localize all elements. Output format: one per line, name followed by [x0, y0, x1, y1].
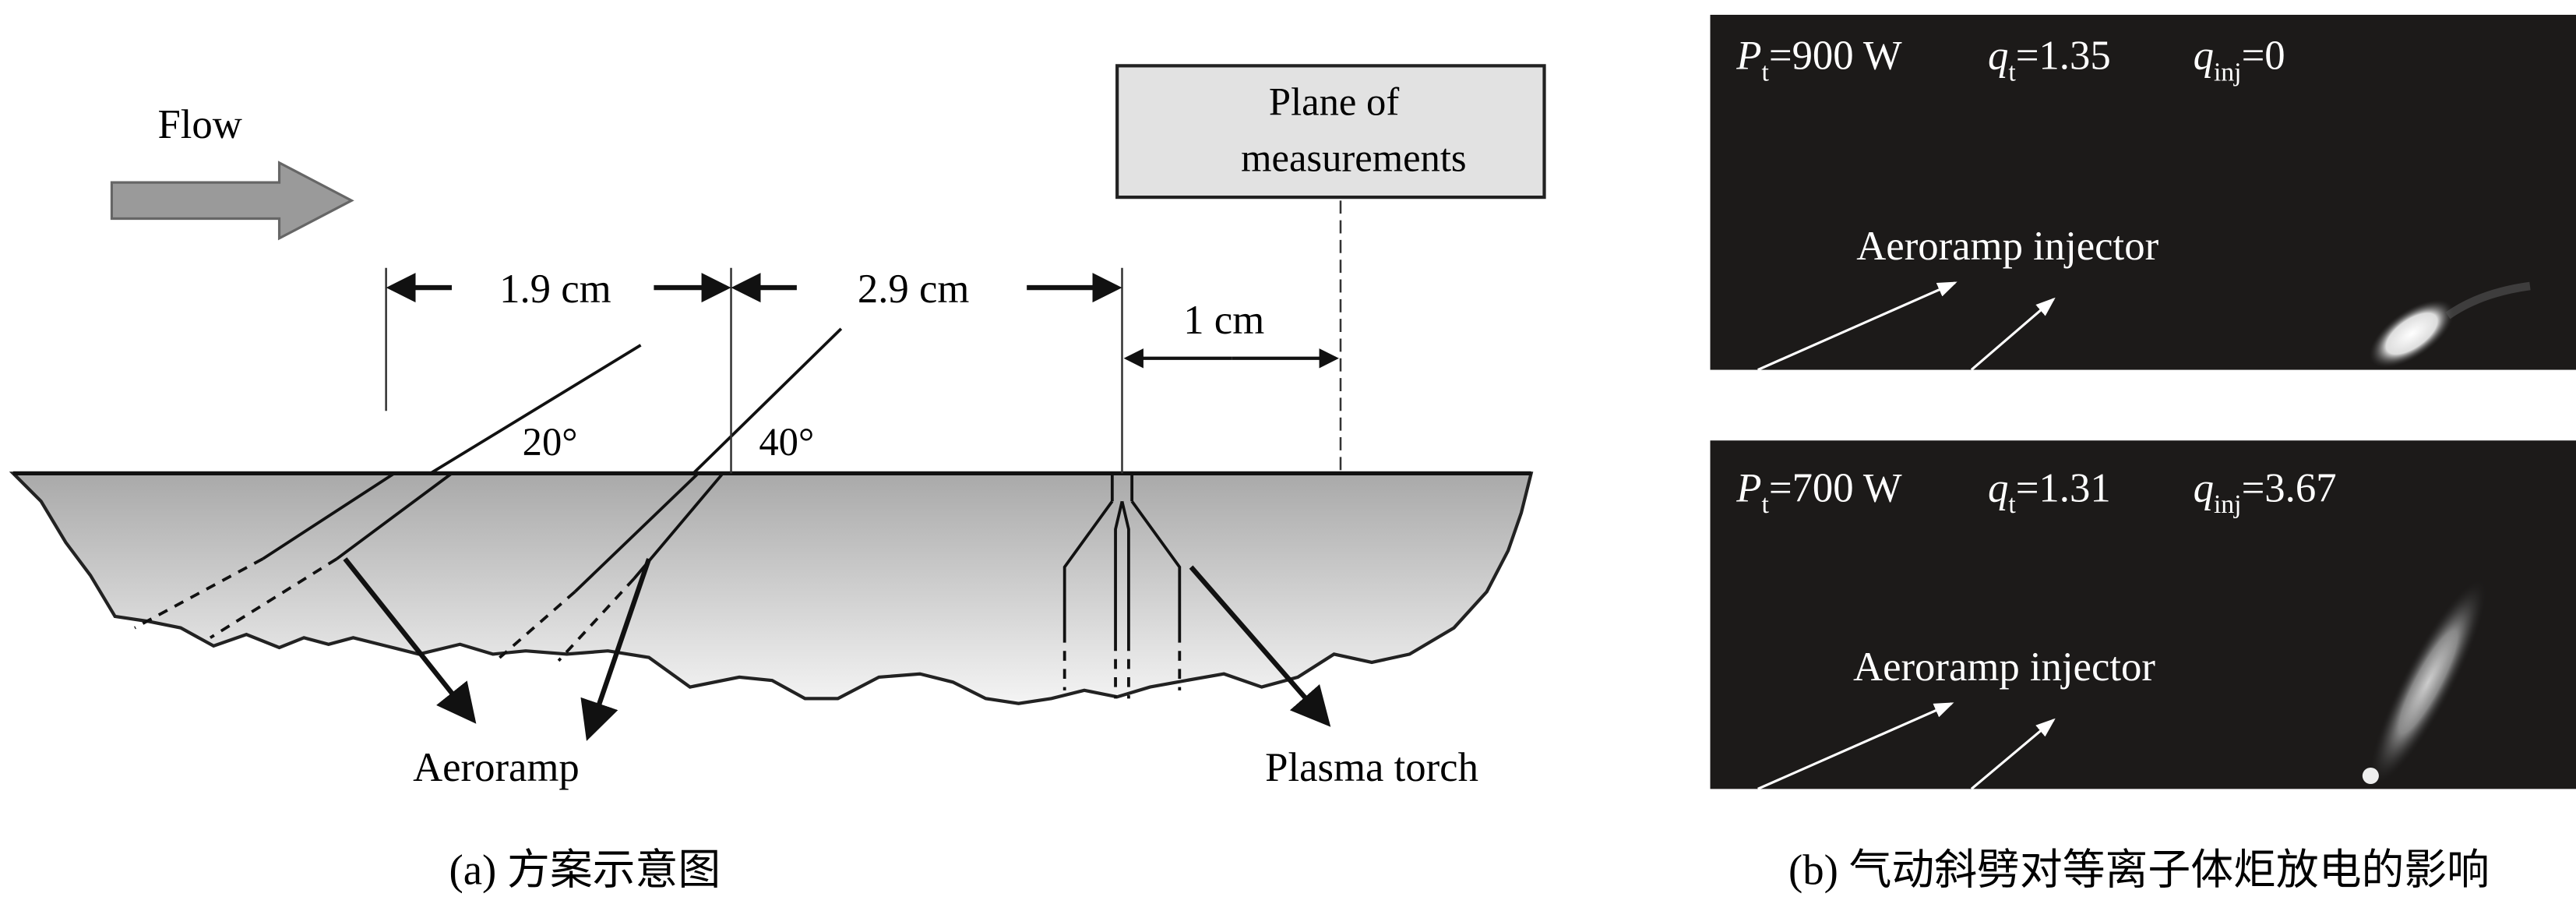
dimension-1cm: 1 cm [1183, 298, 1264, 343]
dimension-1-9cm: 1.9 cm [499, 267, 611, 312]
aeroramp-20deg [134, 344, 642, 639]
dimension-2-9cm: 2.9 cm [858, 267, 969, 312]
angle-20-label: 20° [523, 420, 578, 464]
dimension-arrows [386, 273, 1339, 369]
caption-a: (a) 方案示意图 [449, 846, 721, 894]
photo-1: Pt=900 W qt=1.35 qinj=0 Aeroramp injecto… [1710, 14, 2576, 371]
photo-1-params: Pt=900 W qt=1.35 qinj=0 [1736, 34, 2285, 87]
panel-b-photos: Pt=900 W qt=1.35 qinj=0 Aeroramp injecto… [1710, 14, 2576, 894]
photo-2-params: Pt=700 W qt=1.31 qinj=3.67 [1736, 465, 2336, 519]
flow-arrow-icon [110, 161, 354, 241]
caption-b: (b) 气动斜劈对等离子体炬放电的影响 [1788, 846, 2490, 894]
angle-40-label: 40° [759, 420, 814, 464]
plasma-glow [2370, 580, 2486, 785]
plane-box-line2: measurements [1241, 136, 1467, 179]
photo-2: Pt=700 W qt=1.31 qinj=3.67 Aeroramp inje… [1710, 440, 2576, 790]
photo-1-arrows [1757, 281, 2056, 371]
leader-arrows [343, 557, 1331, 741]
plasma-glow [2369, 299, 2454, 368]
plasma-torch-label: Plasma torch [1265, 745, 1478, 790]
panel-a-schematic: Flow Plane of measurements 20° 40° [9, 64, 1546, 894]
aeroramp-label: Aeroramp [413, 745, 580, 790]
flow-label: Flow [157, 102, 241, 147]
photo-2-arrows [1757, 702, 2056, 790]
wall-cross-section [9, 471, 1534, 705]
plane-of-measurements-box: Plane of measurements [1115, 64, 1546, 200]
plasma-torch [1062, 473, 1182, 699]
photo-1-injector-label: Aeroramp injector [1856, 224, 2158, 269]
photo-2-injector-label: Aeroramp injector [1853, 644, 2155, 690]
plane-box-line1: Plane of [1269, 80, 1399, 124]
